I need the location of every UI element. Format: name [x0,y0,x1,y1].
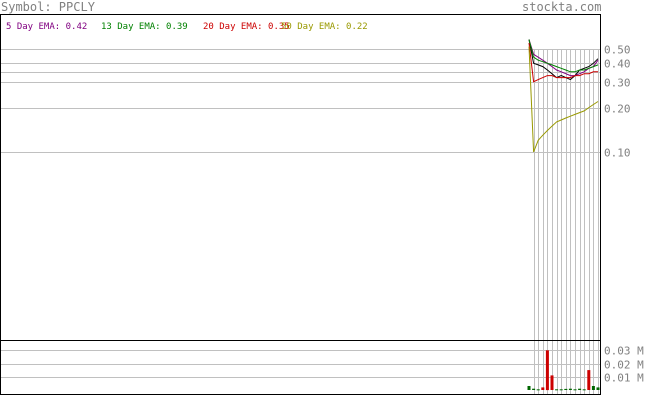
price-tick-label: 0.40 [604,58,631,71]
grid-layer [0,49,600,394]
series-line-5-day-ema [528,39,599,77]
price-tick-label: 0.50 [604,44,631,57]
legend-ema5: 5 Day EMA: 0.42 [6,22,87,32]
series-line-13-day-ema [528,39,599,73]
volume-bar [564,388,568,390]
volume-bar [527,386,531,390]
volume-bar [582,389,586,391]
volume-tick-label: 0.03 M [604,345,644,358]
volume-bar [591,386,595,390]
tick-layer: 0.500.40 0.30 0.20 0.10 0.03 M0.02 M0.01 M [604,44,644,385]
volume-bar [541,387,545,390]
symbol-label: Symbol: PPCLY [1,0,96,14]
volume-bar [532,388,536,390]
volume-bar [568,388,572,390]
chart-frame [0,14,601,395]
volume-bar [550,375,554,390]
volume-bar [555,389,559,391]
series-line-price [528,39,599,81]
price-tick-label: 0.20 [604,103,631,116]
volume-bar [536,389,540,391]
volume-tick-label: 0.02 M [604,359,644,372]
legend-ema20: 20 Day EMA: 0.35 [203,22,290,32]
volume-bar [587,370,591,390]
volume-layer [527,350,600,391]
volume-bar [573,389,577,391]
volume-bar [596,387,600,390]
series-layer [528,39,599,153]
legend-ema50: 50 Day EMA: 0.22 [281,22,368,32]
volume-bar [545,350,549,391]
series-line-50-day-ema [528,46,599,153]
price-tick-label: 0.10 [604,147,631,160]
volume-tick-label: 0.01 M [604,372,644,385]
legend-ema13: 13 Day EMA: 0.39 [101,22,188,32]
volume-bar [559,389,563,391]
watermark: stockta.com [522,0,601,14]
price-tick-label: 0.30 [604,77,631,90]
series-line-20-day-ema [528,42,598,83]
volume-bar [578,388,582,390]
